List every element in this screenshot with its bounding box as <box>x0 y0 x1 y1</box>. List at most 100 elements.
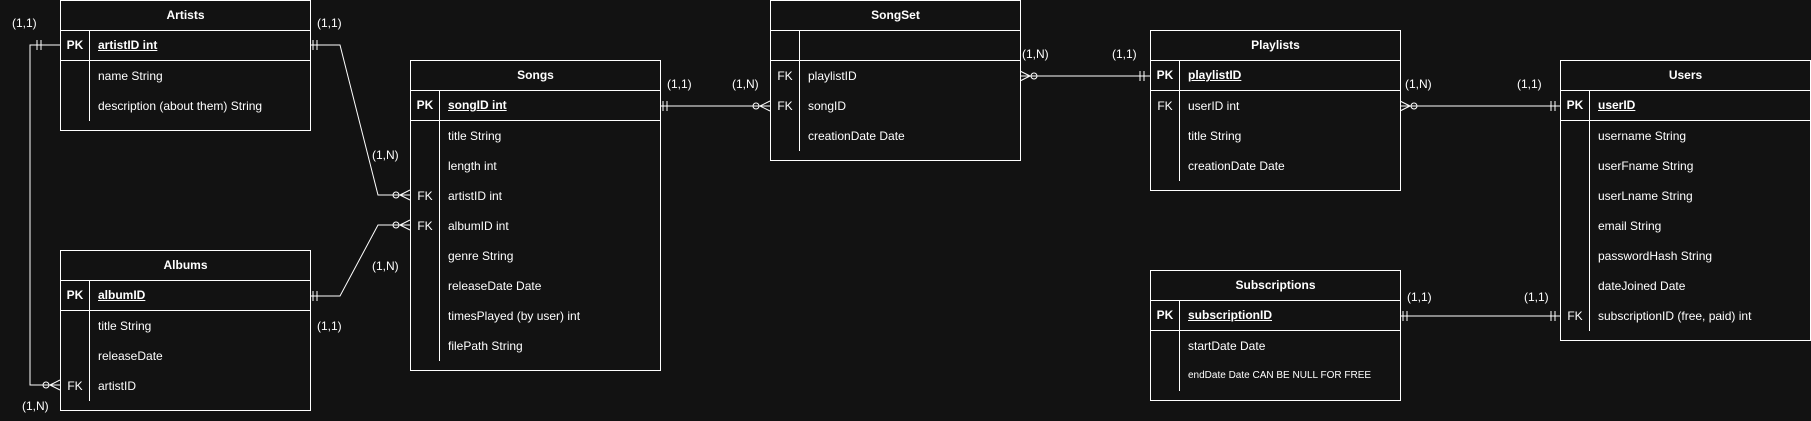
key-label: PK <box>61 281 90 310</box>
key-label <box>411 331 440 361</box>
key-label <box>61 61 90 91</box>
attribute-row: timesPlayed (by user) int <box>411 301 660 331</box>
attribute-name: title String <box>448 129 502 143</box>
key-label <box>61 91 90 121</box>
attribute-name: artistID int <box>98 38 158 52</box>
entity-title: Subscriptions <box>1151 271 1400 301</box>
attribute-row: title String <box>61 311 310 341</box>
key-label <box>61 311 90 341</box>
attribute-row: FK albumID int <box>411 211 660 241</box>
attribute-name: artistID int <box>448 189 503 203</box>
key-label <box>61 341 90 371</box>
attribute-row: creationDate Date <box>1151 151 1400 181</box>
key-label: PK <box>1151 301 1180 330</box>
key-label <box>771 31 800 60</box>
attribute-row: PK songID int <box>411 91 660 121</box>
key-label: FK <box>1561 301 1590 331</box>
attribute-name: artistID <box>98 379 137 393</box>
entity-playlists[interactable]: Playlists PK playlistID FK userID int ti… <box>1150 30 1401 191</box>
attribute-name: userID <box>1598 98 1636 112</box>
attribute-name: releaseDate <box>98 349 163 363</box>
key-label <box>1561 241 1590 271</box>
key-label: FK <box>61 371 90 401</box>
entity-users[interactable]: Users PK userID username String userFnam… <box>1560 60 1811 341</box>
attribute-row: email String <box>1561 211 1810 241</box>
cardinality-label: (1,1) <box>317 319 342 333</box>
cardinality-label: (1,1) <box>317 16 342 30</box>
attribute-row: releaseDate Date <box>411 271 660 301</box>
key-label: FK <box>411 211 440 241</box>
attribute-row: creationDate Date <box>771 121 1020 151</box>
cardinality-label: (1,1) <box>667 77 692 91</box>
attribute-row: FK userID int <box>1151 91 1400 121</box>
attribute-row: FK artistID <box>61 371 310 401</box>
key-label <box>1561 211 1590 241</box>
cardinality-label: (1,N) <box>372 148 399 162</box>
cardinality-label: (1,N) <box>1405 77 1432 91</box>
attribute-name: username String <box>1598 129 1687 143</box>
key-label: PK <box>1151 61 1180 90</box>
attribute-name: length int <box>448 159 497 173</box>
entity-title: Albums <box>61 251 310 281</box>
cardinality-label: (1,N) <box>22 399 49 413</box>
cardinality-label: (1,N) <box>732 77 759 91</box>
attribute-row: FK subscriptionID (free, paid) int <box>1561 301 1810 331</box>
attribute-row: title String <box>1151 121 1400 151</box>
attribute-name: songID int <box>448 98 507 112</box>
attribute-row: passwordHash String <box>1561 241 1810 271</box>
entity-songs[interactable]: Songs PK songID int title String length … <box>410 60 661 371</box>
artists-albums-crowfoot-top <box>49 379 61 386</box>
attribute-name: passwordHash String <box>1598 249 1713 263</box>
key-label: FK <box>1151 91 1180 121</box>
entity-title: SongSet <box>771 1 1020 31</box>
attribute-row: FK songID <box>771 91 1020 121</box>
attribute-row: length int <box>411 151 660 181</box>
key-label <box>411 121 440 151</box>
entity-songset[interactable]: SongSet FK playlistID FK songID creation… <box>770 0 1021 161</box>
attribute-row: PK albumID <box>61 281 310 311</box>
attribute-row: FK playlistID <box>771 61 1020 91</box>
entity-title: Users <box>1561 61 1810 91</box>
cardinality-label: (1,1) <box>1517 77 1542 91</box>
entity-title: Artists <box>61 1 310 31</box>
entity-subscriptions[interactable]: Subscriptions PK subscriptionID startDat… <box>1150 270 1401 401</box>
attribute-name: albumID int <box>448 219 509 233</box>
attribute-row: description (about them) String <box>61 91 310 121</box>
key-label: FK <box>411 181 440 211</box>
attribute-name: playlistID <box>1188 68 1242 82</box>
attribute-name: userFname String <box>1598 159 1694 173</box>
attribute-name: endDate Date CAN BE NULL FOR FREE <box>1188 370 1372 381</box>
attribute-name: albumID <box>98 288 146 302</box>
attribute-row: title String <box>411 121 660 151</box>
key-label <box>1151 361 1180 391</box>
attribute-row: PK artistID int <box>61 31 310 61</box>
attribute-row: PK playlistID <box>1151 61 1400 91</box>
attribute-name: name String <box>98 69 163 83</box>
entity-albums[interactable]: Albums PK albumID title String releaseDa… <box>60 250 311 411</box>
key-label <box>411 271 440 301</box>
rel-artists-songs <box>310 44 410 196</box>
attribute-name: genre String <box>448 249 514 263</box>
key-label <box>1561 151 1590 181</box>
key-label: PK <box>411 91 440 120</box>
cardinality-label: (1,N) <box>372 259 399 273</box>
attribute-name: songID <box>808 99 847 113</box>
key-label <box>1561 121 1590 151</box>
key-label <box>1151 331 1180 361</box>
attribute-row: userLname String <box>1561 181 1810 211</box>
attribute-row: PK userID <box>1561 91 1810 121</box>
attribute-name: userID int <box>1188 99 1240 113</box>
rel-albums-songs <box>310 224 410 297</box>
cardinality-label: (1,1) <box>1112 47 1137 61</box>
artists-albums-optional-circle <box>42 381 50 389</box>
key-label <box>1561 181 1590 211</box>
artists-albums-crowfoot-bottom <box>49 384 61 391</box>
key-label <box>411 301 440 331</box>
attribute-row: releaseDate <box>61 341 310 371</box>
key-label <box>771 121 800 151</box>
attribute-row: name String <box>61 61 310 91</box>
attribute-row <box>771 31 1020 61</box>
attribute-row: endDate Date CAN BE NULL FOR FREE <box>1151 361 1400 391</box>
entity-artists[interactable]: Artists PK artistID int name String desc… <box>60 0 311 131</box>
